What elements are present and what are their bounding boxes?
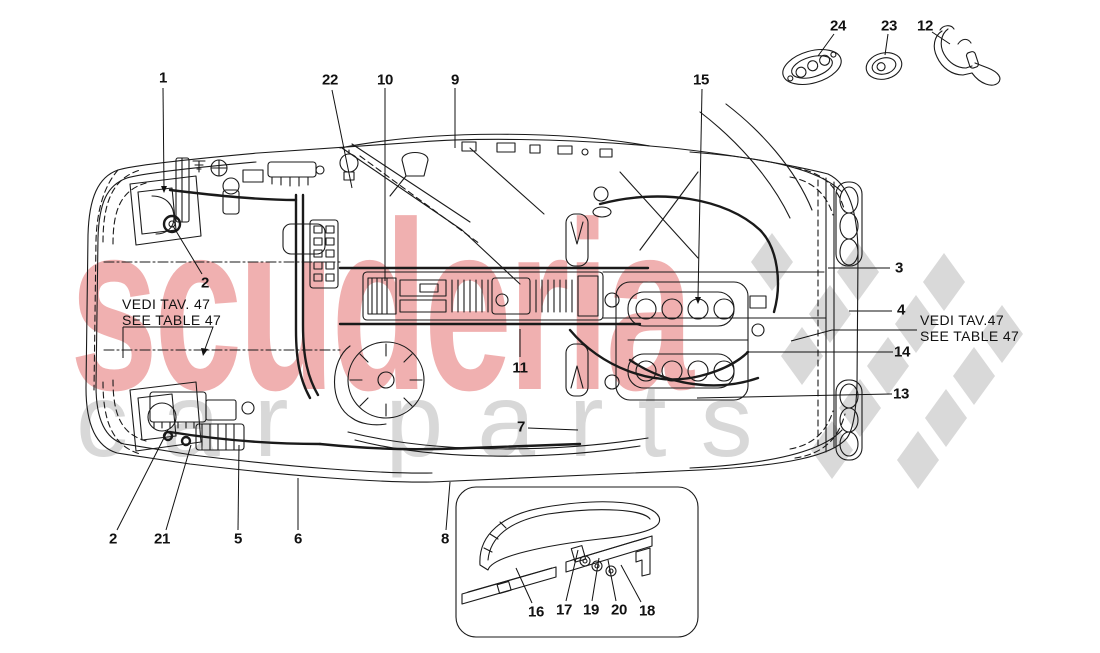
callout-7: 7 [516, 418, 526, 436]
checker-diamond [809, 285, 851, 343]
checker-diamond [953, 347, 995, 405]
callout-16: 16 [527, 603, 545, 621]
callout-2-lower: 2 [108, 530, 118, 548]
callout-3: 3 [894, 259, 904, 277]
callout-15: 15 [692, 71, 710, 89]
engine-bay-components [598, 103, 863, 469]
callout-11: 11 [512, 359, 528, 377]
callout-20: 20 [610, 601, 628, 619]
checker-diamond [781, 327, 823, 385]
inset-detail-box [455, 486, 699, 638]
callout-24: 24 [829, 17, 847, 35]
callout-6: 6 [293, 530, 303, 548]
checker-diamond [839, 379, 881, 437]
callout-21: 21 [153, 530, 171, 548]
callout-18: 18 [638, 602, 656, 620]
car-body-outline [85, 138, 859, 483]
callout-23: 23 [880, 17, 898, 35]
callout-17: 17 [555, 601, 573, 619]
checker-diamond [981, 305, 1023, 363]
callout-leader-lines [116, 31, 951, 604]
front-compartment-components [129, 149, 429, 452]
callout-14: 14 [893, 343, 911, 361]
callout-5: 5 [233, 530, 243, 548]
callout-19: 19 [582, 601, 600, 619]
checker-diamond [923, 253, 965, 311]
callout-1: 1 [158, 69, 168, 87]
callout-4: 4 [896, 301, 906, 319]
checker-diamond [897, 431, 939, 489]
checker-diamond [925, 389, 967, 447]
callout-10: 10 [376, 71, 394, 89]
checker-diamond [895, 295, 937, 353]
checker-diamond [751, 233, 793, 291]
callout-12: 12 [916, 17, 934, 35]
callout-8: 8 [440, 530, 450, 548]
callout-22: 22 [321, 71, 339, 89]
callout-13: 13 [892, 385, 910, 403]
callout-9: 9 [450, 71, 460, 89]
loose-parts-top-right [782, 25, 1001, 86]
callout-2-upper: 2 [200, 274, 210, 292]
cabin-components [318, 133, 827, 457]
